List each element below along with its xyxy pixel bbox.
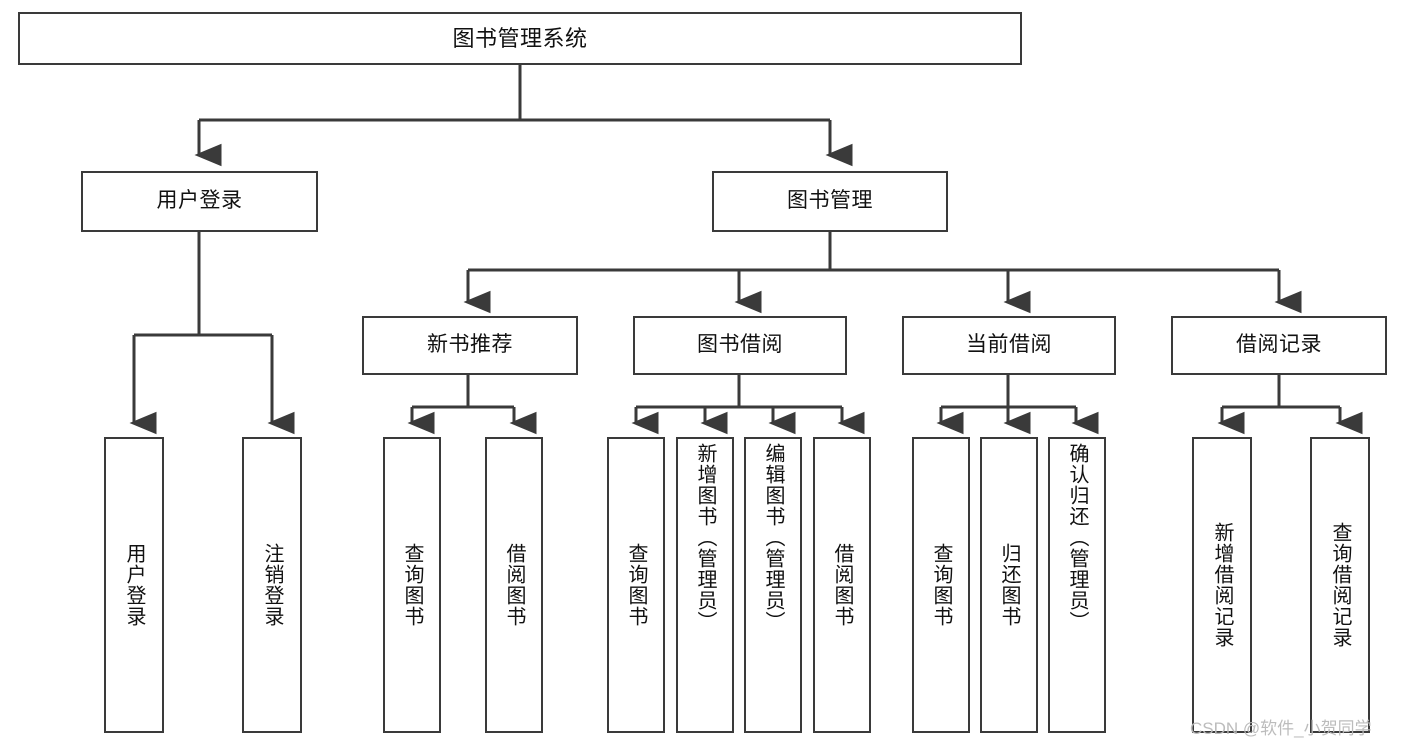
node-new-book-recommend-label: 新书推荐 <box>427 333 513 357</box>
node-user-login[interactable]: 用户登录 <box>81 171 318 232</box>
node-leaf-borrow-book-2[interactable]: 借阅图书 <box>813 437 871 733</box>
node-leaf-add-book-label: 新增图书（管理员） <box>694 443 716 632</box>
node-leaf-borrow-book-1[interactable]: 借阅图书 <box>485 437 543 733</box>
node-leaf-borrow-book-1-label: 借阅图书 <box>503 543 525 627</box>
node-leaf-return-book[interactable]: 归还图书 <box>980 437 1038 733</box>
node-leaf-confirm-return-label: 确认归还（管理员） <box>1066 443 1088 632</box>
node-leaf-query-book-2[interactable]: 查询图书 <box>607 437 665 733</box>
node-leaf-query-record[interactable]: 查询借阅记录 <box>1310 437 1370 733</box>
node-leaf-query-book-1[interactable]: 查询图书 <box>383 437 441 733</box>
node-leaf-query-book-3-label: 查询图书 <box>930 543 952 627</box>
node-book-manage[interactable]: 图书管理 <box>712 171 948 232</box>
node-current-borrow[interactable]: 当前借阅 <box>902 316 1116 375</box>
node-leaf-borrow-book-2-label: 借阅图书 <box>831 543 853 627</box>
csdn-watermark: CSDN @软件_小贺同学 <box>1190 719 1372 738</box>
node-leaf-user-login[interactable]: 用户登录 <box>104 437 164 733</box>
node-leaf-query-book-3[interactable]: 查询图书 <box>912 437 970 733</box>
node-leaf-add-book[interactable]: 新增图书（管理员） <box>676 437 734 733</box>
node-leaf-add-record[interactable]: 新增借阅记录 <box>1192 437 1252 733</box>
node-root[interactable]: 图书管理系统 <box>18 12 1022 65</box>
node-leaf-query-record-label: 查询借阅记录 <box>1329 522 1351 648</box>
node-leaf-logout-login-label: 注销登录 <box>261 543 283 627</box>
node-leaf-query-book-1-label: 查询图书 <box>401 543 423 627</box>
node-leaf-confirm-return[interactable]: 确认归还（管理员） <box>1048 437 1106 733</box>
node-leaf-query-book-2-label: 查询图书 <box>625 543 647 627</box>
node-user-login-label: 用户登录 <box>156 189 243 213</box>
node-leaf-user-login-label: 用户登录 <box>123 543 145 627</box>
node-leaf-logout-login[interactable]: 注销登录 <box>242 437 302 733</box>
node-book-borrow[interactable]: 图书借阅 <box>633 316 847 375</box>
node-borrow-record[interactable]: 借阅记录 <box>1171 316 1387 375</box>
node-root-label: 图书管理系统 <box>452 25 588 51</box>
node-book-borrow-label: 图书借阅 <box>697 333 783 357</box>
node-leaf-edit-book-label: 编辑图书（管理员） <box>762 443 784 632</box>
node-current-borrow-label: 当前借阅 <box>966 333 1052 357</box>
node-book-manage-label: 图书管理 <box>787 189 873 213</box>
node-borrow-record-label: 借阅记录 <box>1236 333 1322 357</box>
node-leaf-edit-book[interactable]: 编辑图书（管理员） <box>744 437 802 733</box>
node-new-book-recommend[interactable]: 新书推荐 <box>362 316 578 375</box>
node-leaf-return-book-label: 归还图书 <box>998 543 1020 627</box>
node-leaf-add-record-label: 新增借阅记录 <box>1211 522 1233 648</box>
